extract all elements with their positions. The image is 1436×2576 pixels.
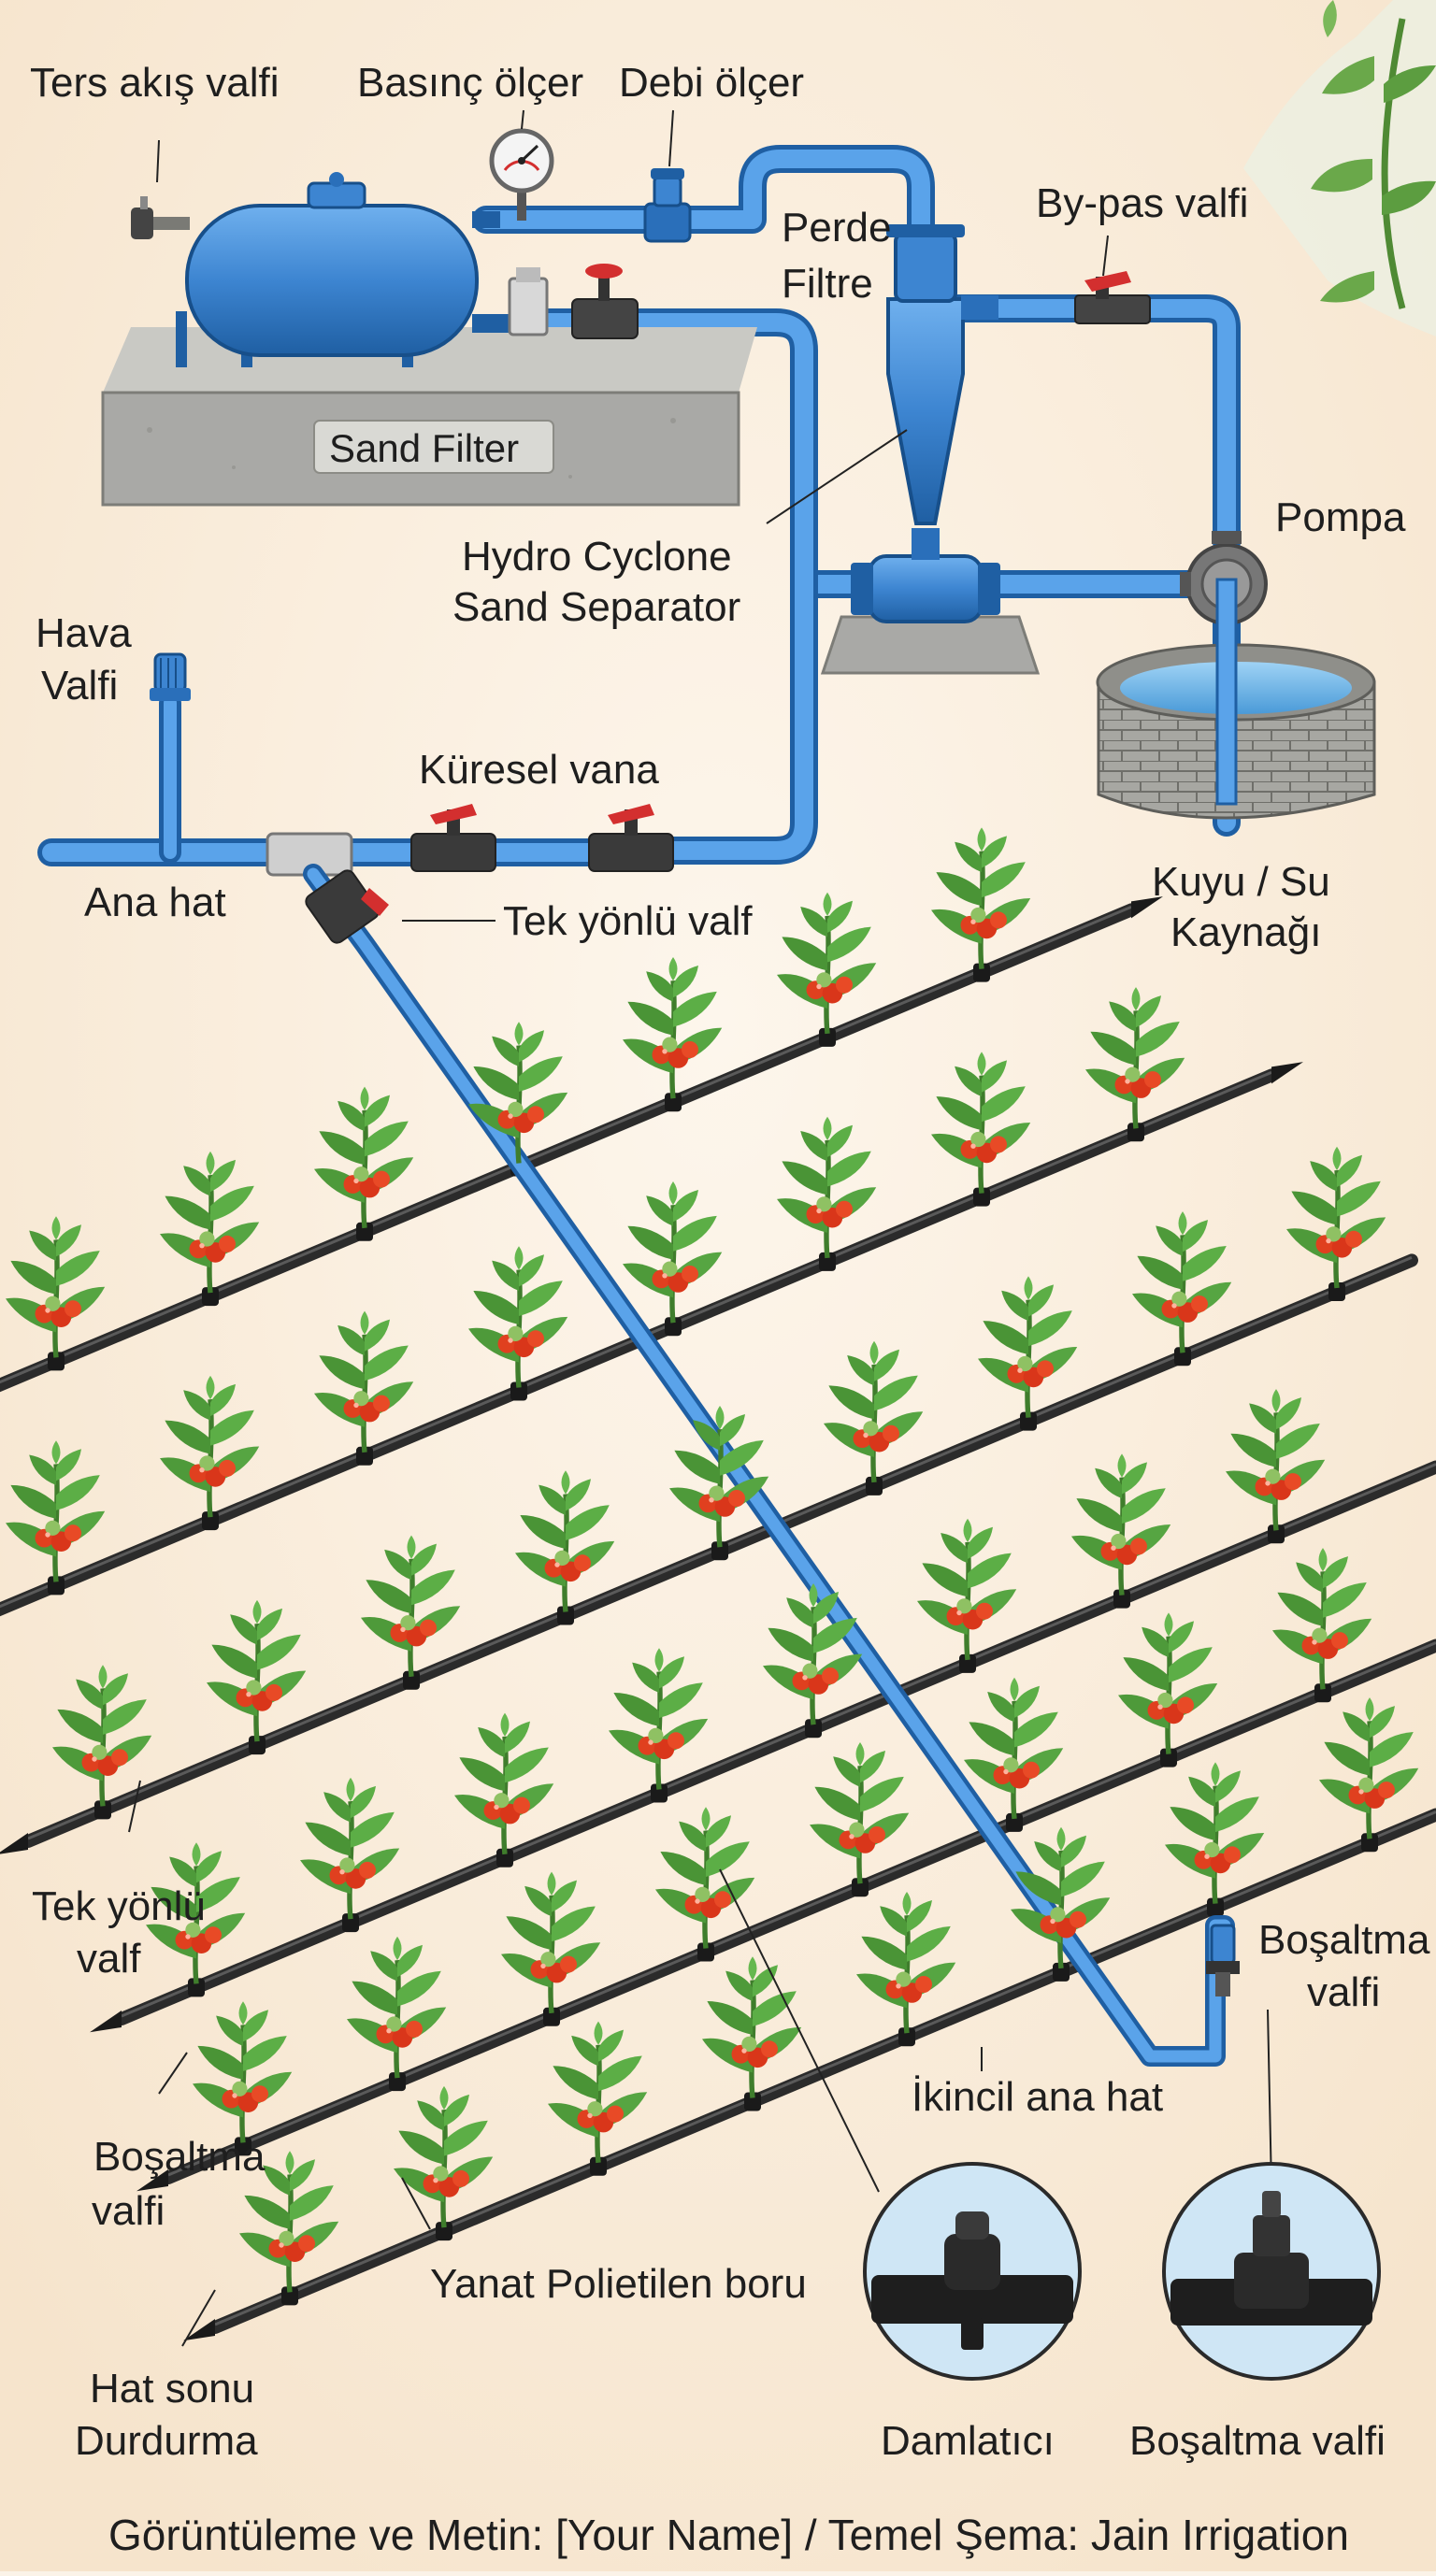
label-yanat-polietilen: Yanat Polietilen boru — [430, 2261, 807, 2307]
drip-lateral-highlight — [214, 1810, 1436, 2326]
outlet-valves — [508, 264, 639, 339]
label-basinc-olcer: Basınç ölçer — [357, 60, 583, 106]
label-hava-valfi-2: Valfi — [41, 663, 118, 708]
label-bosaltma-valfi-left-2: valfi — [92, 2188, 165, 2234]
label-bosaltma-valfi-right-1: Boşaltma — [1258, 1917, 1430, 1963]
label-hava-valfi-1: Hava — [36, 610, 132, 656]
label-sand-filter: Sand Filter — [329, 426, 519, 470]
label-pompa: Pompa — [1275, 494, 1406, 540]
end-stop-icon — [90, 2011, 122, 2033]
drip-lateral-6 — [208, 1808, 1436, 2334]
label-tek-yonlu-valf-top: Tek yönlü valf — [503, 898, 753, 944]
hydrocyclone-icon — [820, 224, 1041, 675]
label-ikincil-ana-hat: İkincil ana hat — [912, 2074, 1163, 2120]
end-stop-icon — [0, 1833, 28, 1854]
drip-laterals — [0, 896, 1436, 2341]
pressure-gauge-icon — [489, 128, 554, 221]
sand-filter-label-box — [313, 420, 554, 474]
end-stop-icon — [136, 2169, 168, 2192]
well-icon — [1096, 578, 1376, 820]
ball-valve-icon — [1074, 271, 1151, 324]
label-hat-sonu-1: Hat sonu — [90, 2366, 254, 2411]
label-bypas-valfi: By-pas valfi — [1036, 180, 1248, 226]
label-hydro-cyclone-2: Sand Separator — [452, 584, 740, 630]
end-stop-icon — [1131, 896, 1163, 919]
drip-lateral-highlight — [0, 906, 1132, 1384]
label-perde-filtre-1: Perde — [782, 205, 891, 250]
label-hat-sonu-2: Durdurma — [75, 2418, 258, 2464]
label-tek-yonlu-valf-left-1: Tek yönlü — [32, 1883, 206, 1929]
label-bosaltma-valfi-left-1: Boşaltma — [93, 2134, 266, 2180]
drip-emitter-icon — [719, 1868, 1082, 2381]
label-kuyu-1: Kuyu / Su — [1152, 859, 1330, 905]
label-perde-filtre-2: Filtre — [782, 261, 873, 307]
drip-lateral-1 — [0, 903, 1138, 1393]
label-kuyu-2: Kaynağı — [1170, 909, 1321, 955]
check-valve-icon — [305, 869, 389, 944]
label-debi-olcer: Debi ölçer — [619, 60, 804, 106]
label-damlatici: Damlatıcı — [881, 2418, 1055, 2464]
label-bosaltma-valfi-right-2: valfi — [1307, 1969, 1380, 2015]
label-tek-yonlu-valf-left-2: valf — [77, 1936, 141, 1982]
end-stop-icon — [1271, 1062, 1303, 1084]
footer-credit: Görüntüleme ve Metin: [Your Name] / Teme… — [108, 2511, 1349, 2559]
main-line-fittings — [266, 804, 674, 877]
label-ters-akis-valfi: Ters akış valfi — [30, 60, 280, 106]
label-hydro-cyclone-1: Hydro Cyclone — [462, 534, 732, 580]
flush-valve-inset-icon — [1162, 2009, 1381, 2381]
leader-lines — [128, 109, 1109, 2347]
flush-valve-icon — [1206, 1924, 1240, 1996]
drip-lateral-highlight — [121, 1463, 1436, 2018]
air-valve-icon — [150, 652, 191, 701]
background-foliage — [1243, 0, 1436, 336]
drip-lateral-highlight — [0, 1071, 1272, 1609]
flow-meter-icon — [643, 168, 692, 243]
label-bosaltma-valfi-inset: Boşaltma valfi — [1129, 2418, 1386, 2464]
label-kuresel-vana: Küresel vana — [419, 747, 659, 793]
drip-lateral-5 — [162, 1639, 1436, 2184]
label-ana-hat: Ana hat — [84, 880, 226, 925]
drip-lateral-highlight — [167, 1641, 1436, 2177]
drip-lateral-4 — [115, 1460, 1436, 2025]
end-stop-icon — [183, 2319, 215, 2341]
labels: Ters akış valfi Basınç ölçer Debi ölçer … — [30, 60, 1430, 2559]
drip-lateral-2 — [0, 1068, 1278, 1617]
